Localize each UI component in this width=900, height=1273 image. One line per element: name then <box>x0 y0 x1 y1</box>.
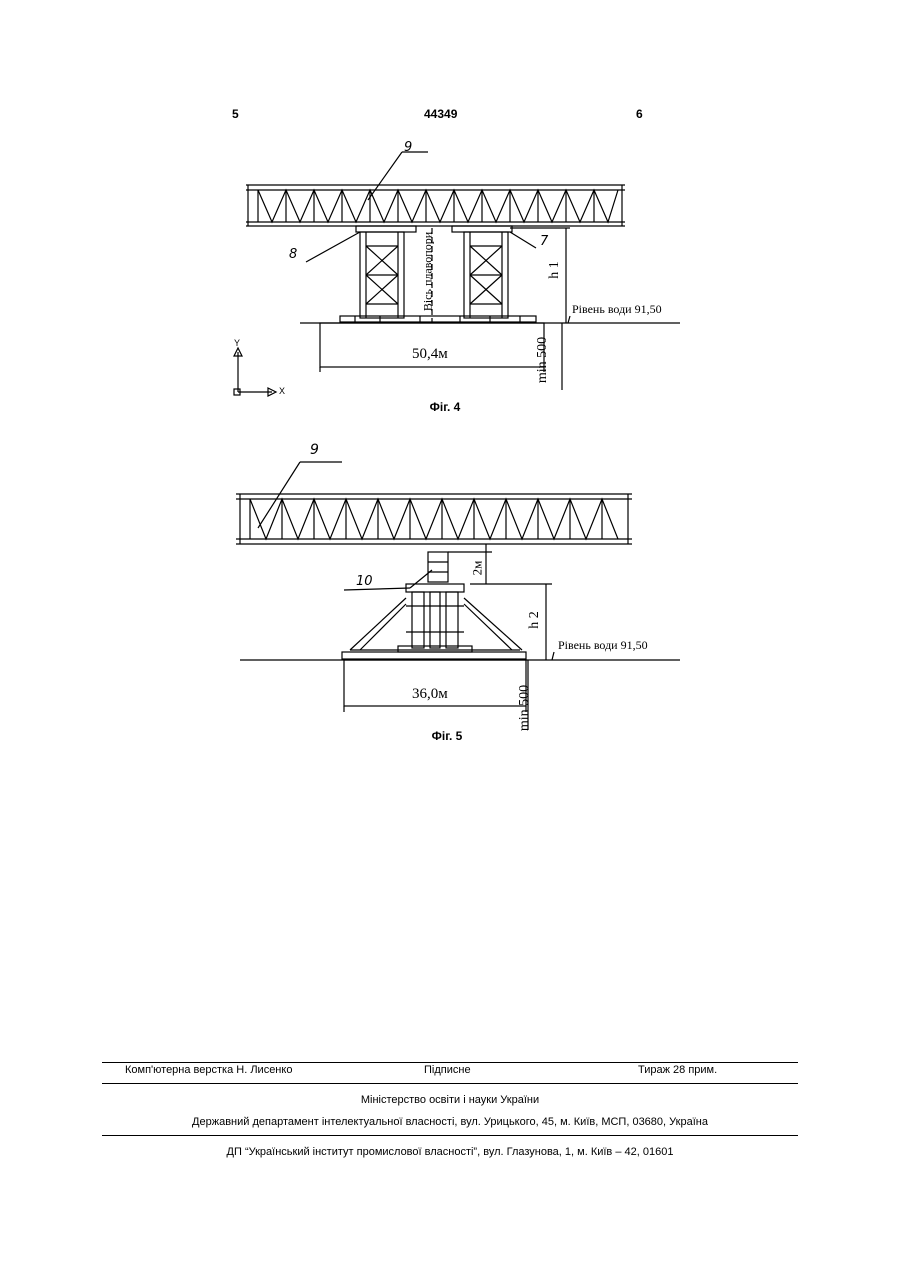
fig4-supports <box>340 226 536 322</box>
fig5-support <box>240 462 680 730</box>
fig4-caption: Фіг. 4 <box>395 400 495 414</box>
fig5-width-dim: 36,0м <box>412 686 448 703</box>
footer-department: Державний департамент інтелектуальної вл… <box>102 1116 798 1128</box>
footer-signed: Підписне <box>424 1064 471 1076</box>
fig4-width-dim: 50,4м <box>412 346 448 363</box>
footer-rule-bottom <box>102 1135 798 1136</box>
fig4-water-level: Рівень води 91,50 <box>572 302 662 317</box>
fig5-caption: Фіг. 5 <box>397 729 497 743</box>
fig4-label-7: 7 <box>540 234 548 249</box>
fig4-coord-x: X <box>279 386 285 396</box>
fig4-axis-label: Вісь плавопори <box>421 222 436 322</box>
fig4-truss <box>246 185 625 226</box>
fig4-depth-dim: min 500 <box>535 337 551 383</box>
fig5-height-label: h 2 <box>527 611 543 629</box>
fig5-gap-dim: 2м <box>469 561 485 576</box>
fig4-height-label: h 1 <box>547 261 563 279</box>
footer-ministry: Міністерство освіти і науки України <box>102 1094 798 1106</box>
footer-rule-top <box>102 1062 798 1063</box>
footer-layout-by: Комп'ютерна верстка Н. Лисенко <box>125 1064 292 1076</box>
footer-institute: ДП “Український інститут промислової вла… <box>102 1146 798 1158</box>
fig5-depth-dim: min 500 <box>517 685 533 731</box>
fig4-label-8: 8 <box>289 247 297 262</box>
footer-circulation: Тираж 28 прим. <box>638 1064 717 1076</box>
fig5-truss <box>236 494 632 544</box>
fig4-pontoon <box>234 152 680 396</box>
fig4-coord-y: Y <box>234 338 240 348</box>
fig5-label-9: 9 <box>310 442 319 458</box>
fig4-label-9: 9 <box>404 140 412 155</box>
fig5-water-level: Рівень води 91,50 <box>558 638 648 653</box>
footer-rule-middle <box>102 1083 798 1084</box>
fig5-label-10: 10 <box>356 574 373 589</box>
